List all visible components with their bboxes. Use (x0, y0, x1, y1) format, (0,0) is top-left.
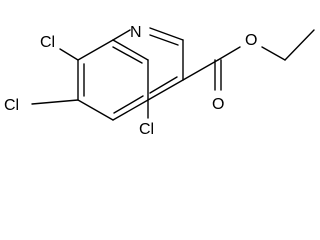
bond-c3-c4-inner (149, 76, 178, 94)
bond-c8a-c8 (77, 39, 114, 61)
bond-n1-c2-inner (149, 34, 179, 46)
bond-o-ch2 (261, 46, 286, 61)
atom-label-nitrogen: N (130, 24, 142, 41)
structure-diagram: N O O Cl Cl Cl (4, 24, 315, 138)
atom-label-chlorine-7: Cl (4, 97, 19, 114)
bond-n1-c2 (149, 27, 184, 41)
bond-c3-c4 (147, 79, 184, 101)
atom-label-chlorine-4: Cl (139, 121, 154, 138)
bond-c7-c6 (77, 99, 114, 121)
bond-c8-cl (59, 48, 79, 61)
atom-label-chlorine-8: Cl (40, 34, 55, 51)
bond-c6-c5-inner (113, 95, 144, 114)
bond-c4a-c8a-inner (112, 46, 143, 64)
atom-label-oxygen-carbonyl: O (212, 96, 224, 113)
bond-carbonyl-o-ester (217, 46, 241, 61)
bond-c7-cl (31, 99, 79, 105)
bond-c6-c5 (112, 99, 149, 121)
bond-c3-carbonyl (182, 59, 219, 81)
bond-ch2-ch3 (284, 29, 315, 61)
bond-c8a-n1 (112, 29, 131, 41)
atom-label-oxygen-ester: O (245, 32, 257, 49)
molecule-drawing: N O O Cl Cl Cl (4, 24, 315, 138)
bond-c4a-c8a (112, 39, 149, 61)
